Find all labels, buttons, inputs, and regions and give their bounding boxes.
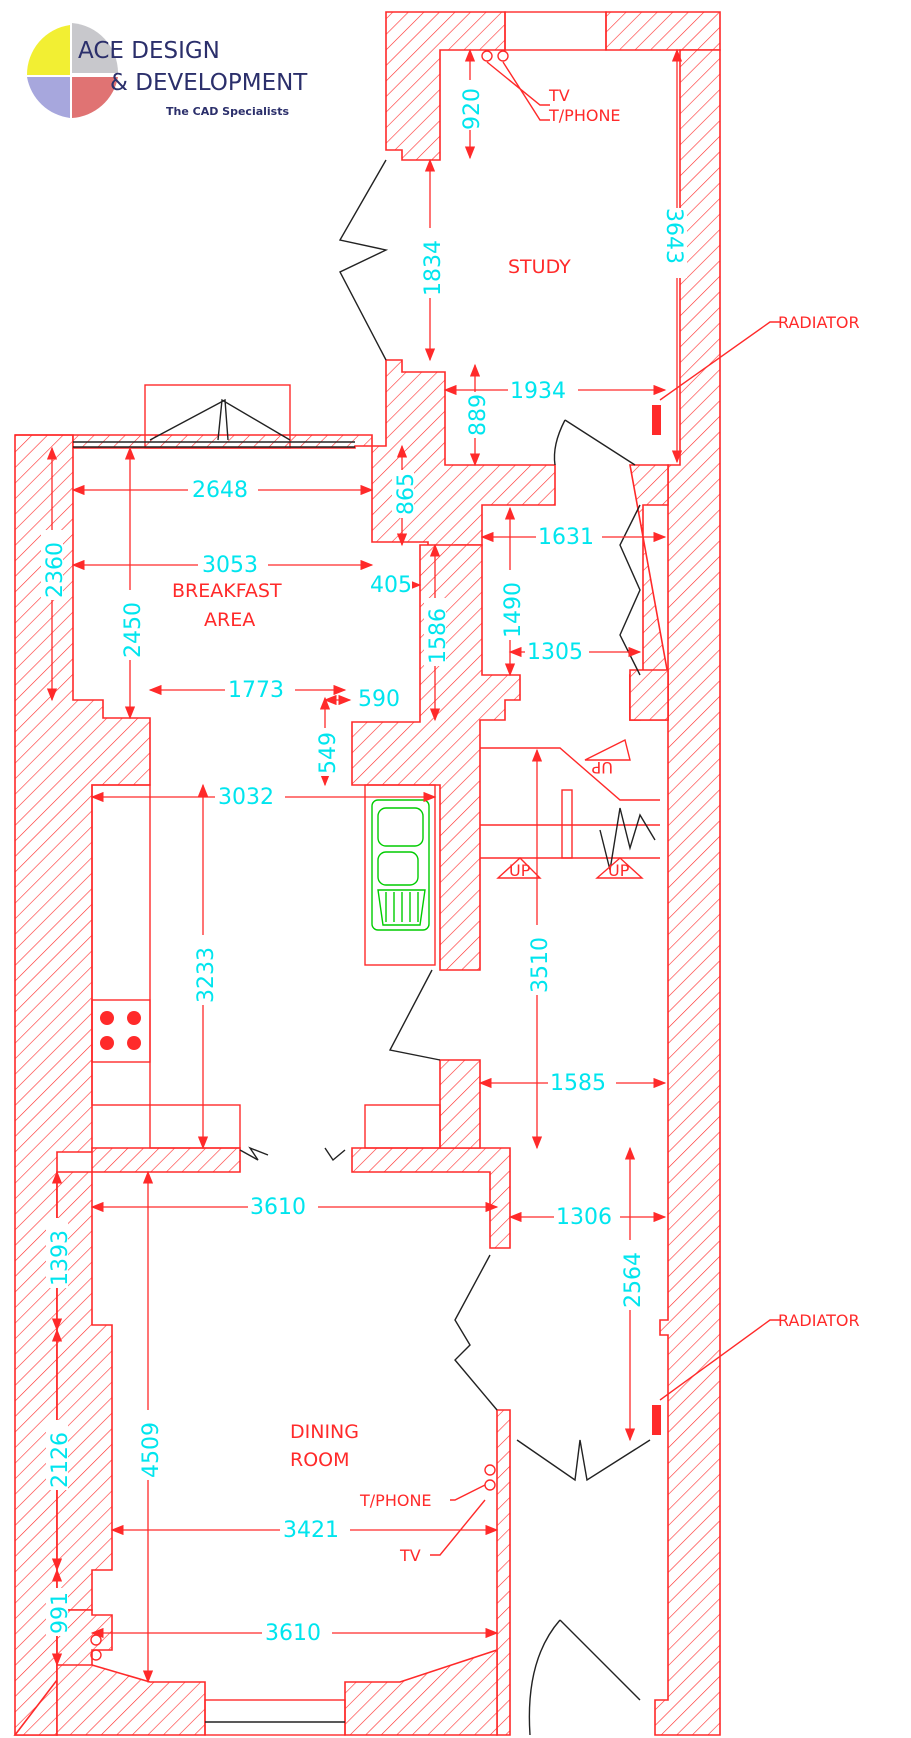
dim-1490: 1490 bbox=[501, 582, 526, 638]
dim-3421: 3421 bbox=[283, 1518, 339, 1543]
dim-2648: 2648 bbox=[192, 478, 248, 503]
wall-study-north bbox=[385, 11, 506, 161]
dim-2564: 2564 bbox=[621, 1252, 646, 1308]
window-breakfast-bay bbox=[144, 384, 291, 449]
wall-kitchen-south-left bbox=[91, 1147, 241, 1173]
window-study bbox=[504, 11, 607, 51]
worktop-southeast bbox=[364, 1104, 441, 1149]
dim-405: 405 bbox=[370, 573, 412, 598]
dimension-values: 920 1834 3643 1934 889 2648 865 3053 405… bbox=[41, 80, 687, 1646]
label-radiator-bottom: RADIATOR bbox=[778, 1311, 860, 1330]
door-kitchen bbox=[388, 969, 441, 1061]
walls bbox=[13, 11, 721, 1736]
dim-3053: 3053 bbox=[202, 553, 258, 578]
dim-3510: 3510 bbox=[528, 937, 553, 993]
dim-590: 590 bbox=[358, 687, 400, 712]
label-tv-bottom: TV bbox=[399, 1546, 421, 1565]
up-label-1: UP bbox=[509, 861, 531, 880]
up-label-2: UP bbox=[608, 861, 630, 880]
room-label-study: STUDY bbox=[508, 256, 571, 278]
logo-quadrant-red bbox=[72, 77, 118, 118]
worktop-west bbox=[91, 784, 151, 1106]
up-arrow-1 bbox=[496, 857, 542, 879]
label-tphone-top: T/PHONE bbox=[548, 106, 621, 125]
kitchen-fittings bbox=[91, 784, 441, 1149]
up-label-3: UP bbox=[591, 758, 613, 777]
wall-study-north-right bbox=[605, 11, 721, 51]
radiator-hall bbox=[652, 1405, 661, 1435]
kitchen-sink bbox=[371, 799, 430, 931]
dim-1393: 1393 bbox=[48, 1230, 73, 1286]
dim-1934: 1934 bbox=[510, 379, 566, 404]
window-dining-bay bbox=[204, 1699, 346, 1736]
brand-line-1: ACE DESIGN bbox=[78, 38, 220, 64]
door-dining-folding bbox=[454, 1254, 498, 1411]
wall-bay-left bbox=[56, 1664, 206, 1736]
dim-2450: 2450 bbox=[121, 602, 146, 658]
sockets bbox=[90, 50, 550, 1661]
door-bifold-hall bbox=[619, 504, 641, 676]
logo-quadrant-yellow bbox=[26, 25, 70, 75]
dim-1305: 1305 bbox=[527, 640, 583, 665]
wall-bay-right bbox=[344, 1648, 498, 1736]
door-study-folding bbox=[338, 159, 389, 361]
door-study-hall bbox=[553, 419, 636, 466]
label-tphone-bottom: T/PHONE bbox=[359, 1491, 432, 1510]
logo-quadrant-blue bbox=[27, 77, 70, 118]
dim-889: 889 bbox=[466, 394, 491, 436]
door-front bbox=[528, 1619, 641, 1736]
room-label-dining-1: DINING bbox=[290, 1421, 359, 1443]
hob bbox=[91, 999, 151, 1063]
room-label-breakfast-2: AREA bbox=[204, 609, 255, 631]
dim-1585: 1585 bbox=[550, 1071, 606, 1096]
wall-dining-east bbox=[496, 1409, 511, 1736]
dim-4509: 4509 bbox=[139, 1422, 164, 1478]
wall-hall-mid bbox=[439, 1059, 481, 1149]
dim-3643: 3643 bbox=[661, 208, 686, 264]
dim-865: 865 bbox=[394, 473, 419, 515]
dim-3610-bottom: 3610 bbox=[265, 1621, 321, 1646]
company-logo bbox=[26, 23, 119, 118]
door-kitchen-south-gap bbox=[239, 1146, 346, 1162]
dim-2126: 2126 bbox=[48, 1432, 73, 1488]
worktop-east bbox=[364, 784, 436, 966]
windows bbox=[73, 11, 607, 1736]
room-label-breakfast-1: BREAKFAST bbox=[172, 580, 282, 602]
dim-549: 549 bbox=[316, 732, 341, 774]
label-tv-top: TV bbox=[548, 86, 570, 105]
dim-2360: 2360 bbox=[43, 542, 68, 598]
label-radiator-top: RADIATOR bbox=[778, 313, 860, 332]
dim-1834: 1834 bbox=[421, 240, 446, 296]
door-hall-double bbox=[516, 1439, 651, 1482]
wall-east bbox=[629, 49, 721, 1736]
dim-1773: 1773 bbox=[228, 678, 284, 703]
dim-920: 920 bbox=[460, 88, 485, 130]
room-label-dining-2: ROOM bbox=[290, 1449, 350, 1471]
up-arrow-2 bbox=[595, 857, 644, 879]
dim-991: 991 bbox=[48, 1592, 73, 1634]
staircase: UP UP UP bbox=[480, 738, 660, 880]
dim-3233: 3233 bbox=[194, 947, 219, 1003]
dim-1586: 1586 bbox=[426, 608, 451, 664]
logo-quadrant-grey bbox=[72, 23, 119, 73]
wall-central bbox=[351, 544, 521, 971]
dim-3610-top: 3610 bbox=[250, 1195, 306, 1220]
radiator-study bbox=[652, 405, 661, 435]
wall-kitchen-south-right bbox=[351, 1147, 511, 1249]
dim-1631: 1631 bbox=[538, 525, 594, 550]
door-breakfast-french bbox=[149, 398, 291, 441]
up-arrow-3 bbox=[584, 738, 631, 761]
wall-hall-block bbox=[629, 669, 669, 721]
dim-1306: 1306 bbox=[556, 1205, 612, 1230]
brand-line-2: & DEVELOPMENT bbox=[110, 70, 308, 96]
worktop-south bbox=[149, 1104, 241, 1149]
brand-tagline: The CAD Specialists bbox=[166, 105, 289, 118]
dim-3032: 3032 bbox=[218, 785, 274, 810]
